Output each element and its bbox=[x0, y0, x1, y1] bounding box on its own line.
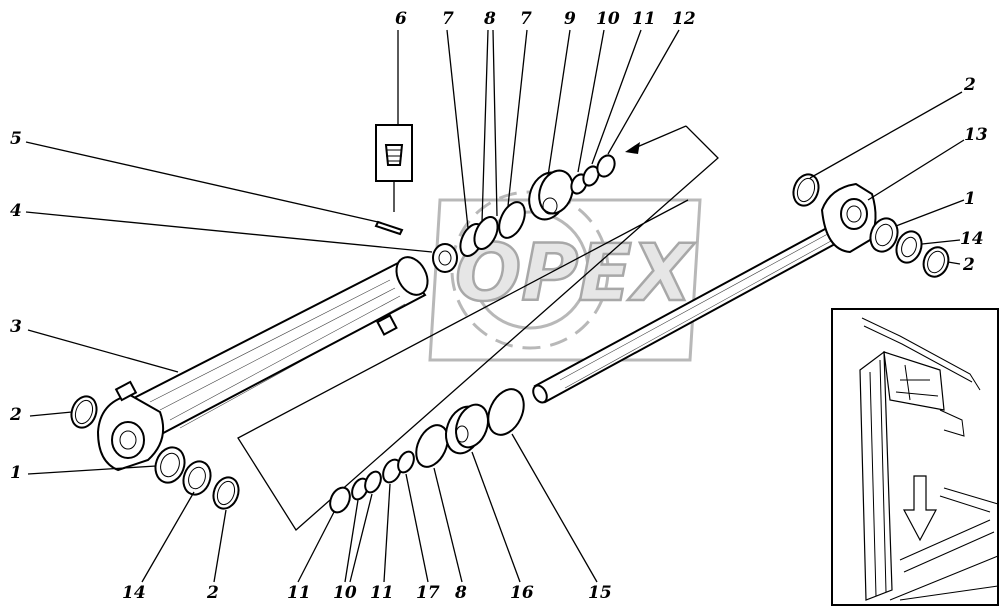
part-label-1a: 1 bbox=[10, 463, 22, 483]
bushing-4 bbox=[432, 243, 458, 273]
ring-8-a bbox=[473, 216, 499, 250]
part-label-2b: 2 bbox=[206, 583, 219, 603]
pin-5 bbox=[374, 220, 404, 236]
part-label-14b: 14 bbox=[960, 229, 984, 249]
watermark-text: OPEX bbox=[455, 229, 696, 319]
piston-9 bbox=[528, 169, 574, 221]
part-label-8b: 8 bbox=[454, 583, 467, 603]
part-label-10a: 10 bbox=[596, 9, 620, 29]
part-label-7a: 7 bbox=[442, 9, 454, 29]
ring-2-left-bottom bbox=[212, 476, 240, 510]
part-label-7b: 7 bbox=[520, 9, 532, 29]
part-label-10b: 10 bbox=[333, 583, 357, 603]
part-label-5: 5 bbox=[10, 129, 22, 149]
part-label-16: 16 bbox=[510, 583, 534, 603]
part-label-17: 17 bbox=[416, 583, 440, 603]
ring-15 bbox=[487, 388, 525, 436]
part-label-1b: 1 bbox=[964, 189, 976, 209]
part-label-15: 15 bbox=[588, 583, 612, 603]
part-label-2c: 2 bbox=[963, 75, 976, 95]
watermark-logo: OPEX bbox=[428, 190, 702, 362]
piston-rod-13 bbox=[532, 182, 877, 404]
part-label-11b: 11 bbox=[287, 583, 311, 603]
ring-11-c bbox=[382, 458, 402, 484]
ring-11-a bbox=[582, 165, 600, 187]
grease-nipple-6 bbox=[375, 124, 413, 212]
part-label-14a: 14 bbox=[122, 583, 146, 603]
cylinder-body bbox=[96, 256, 429, 472]
ring-11-b bbox=[329, 486, 351, 514]
part-label-11a: 11 bbox=[632, 9, 656, 29]
part-label-6: 6 bbox=[395, 9, 407, 29]
leader-lines bbox=[25, 29, 965, 583]
piston-16 bbox=[445, 403, 489, 455]
callout-bracket bbox=[237, 125, 719, 531]
ring-2-right-top bbox=[792, 173, 820, 207]
inset-frame-view bbox=[831, 308, 999, 606]
part-label-2d: 2 bbox=[962, 255, 975, 275]
ring-17 bbox=[397, 450, 415, 474]
part-label-12: 12 bbox=[672, 9, 696, 29]
part-label-3: 3 bbox=[10, 317, 22, 337]
ring-10-b1 bbox=[351, 477, 369, 501]
ring-2-right-bottom bbox=[922, 246, 950, 278]
ring-10-b2 bbox=[364, 470, 382, 494]
part-label-13: 13 bbox=[964, 125, 988, 145]
ring-2-left-top bbox=[70, 395, 98, 429]
ring-7-b bbox=[498, 201, 526, 239]
part-label-8a: 8 bbox=[483, 9, 496, 29]
part-label-2a: 2 bbox=[9, 405, 22, 425]
ring-12 bbox=[596, 154, 616, 178]
part-label-11c: 11 bbox=[370, 583, 394, 603]
part-label-4: 4 bbox=[10, 201, 22, 221]
ring-8-b bbox=[415, 424, 449, 468]
part-number-labels: 6 7 8 7 9 10 11 12 5 4 3 2 1 14 2 11 10 11 17 8 16 15 2 13 1 14 2 bbox=[9, 9, 988, 603]
part-label-9: 9 bbox=[564, 9, 576, 29]
